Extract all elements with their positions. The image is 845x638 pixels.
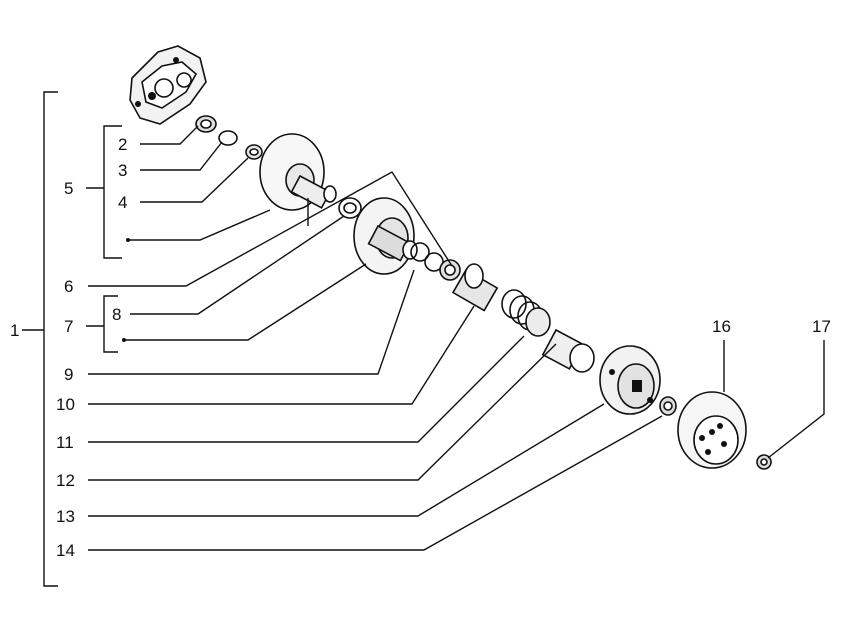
label-2: 2 (118, 135, 127, 154)
label-8: 8 (112, 305, 121, 324)
seal-rings-part-10 (410, 242, 461, 281)
leader-11 (88, 335, 525, 443)
leader-5-dot (128, 209, 271, 241)
label-3: 3 (118, 161, 127, 180)
leader-7-dot (124, 263, 367, 341)
nut-part-17 (756, 454, 772, 470)
leader-17 (767, 340, 825, 459)
bracket-1 (43, 91, 58, 587)
label-5: 5 (64, 179, 73, 198)
leader-14 (88, 415, 663, 551)
label-17: 17 (812, 317, 831, 336)
label-1: 1 (10, 321, 19, 340)
bushing-part-11 (451, 263, 499, 312)
label-14: 14 (56, 541, 75, 560)
bearing-part-2 (195, 115, 217, 133)
bracket-5 (103, 125, 122, 259)
leader-4 (140, 157, 249, 203)
nut-part-14 (659, 396, 677, 416)
leader-12 (88, 343, 557, 481)
label-16: 16 (712, 317, 731, 336)
clutch-housing-part (129, 45, 207, 125)
label-12: 12 (56, 471, 75, 490)
clutch-bell-part-16 (677, 391, 747, 469)
label-11: 11 (56, 433, 74, 452)
spring-cup-part-13 (541, 328, 595, 373)
bracket-7 (103, 295, 118, 353)
leader-3 (140, 141, 223, 171)
label-10: 10 (56, 395, 75, 414)
roller-bearing-part-4 (245, 144, 263, 160)
label-6: 6 (64, 277, 73, 296)
snap-ring-part-3 (218, 130, 238, 146)
leader-2 (140, 125, 199, 145)
leader-9 (88, 269, 415, 375)
leader-13 (88, 403, 605, 517)
leader-8 (130, 215, 345, 315)
label-13: 13 (56, 507, 75, 526)
label-4: 4 (118, 193, 127, 212)
clutch-shoe-assembly-part (599, 345, 661, 415)
leader-10 (88, 305, 475, 405)
spring-part-12 (501, 289, 551, 337)
label-7: 7 (64, 317, 73, 336)
fixed-half-pulley-part (259, 133, 337, 211)
label-9: 9 (64, 365, 73, 384)
ring-part-6 (338, 197, 362, 219)
leader-6 (88, 171, 453, 287)
movable-half-pulley-part (353, 197, 418, 275)
